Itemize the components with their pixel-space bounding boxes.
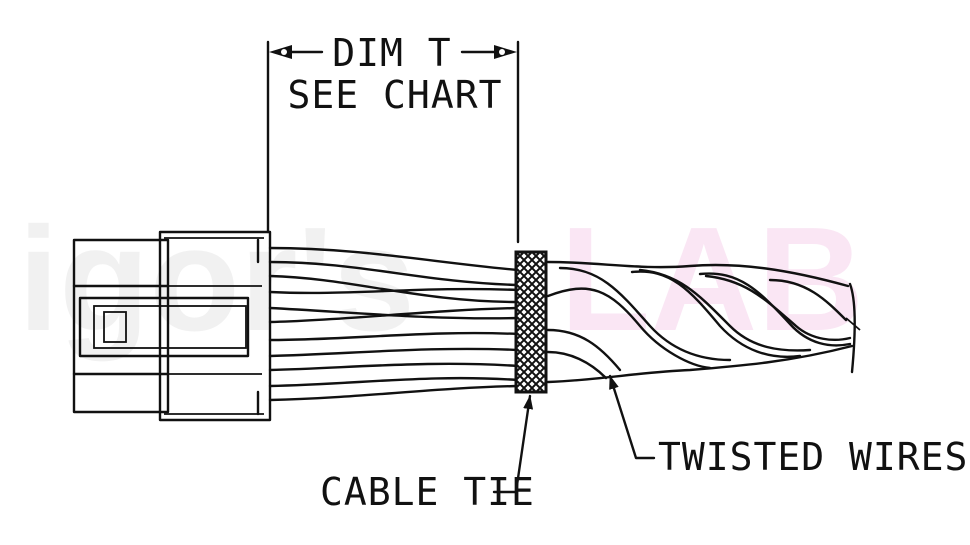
connector-left-block — [72, 238, 170, 414]
connector-right-block — [158, 230, 272, 422]
dim-arrow-left-icon — [269, 45, 292, 59]
watermark: igor's LAB — [18, 197, 864, 362]
wire-8 — [268, 347, 520, 358]
wire-bundle — [268, 246, 520, 402]
twist-strand-1 — [546, 287, 712, 370]
dim-arrow-right-dot — [499, 49, 505, 55]
watermark-left: igor's — [18, 197, 415, 362]
twist-outline-bottom — [546, 344, 854, 384]
wire-6 — [268, 306, 520, 324]
wire-4 — [268, 287, 520, 295]
wire-7 — [268, 331, 520, 342]
twisted-wires-label: TWISTED WIRES — [658, 435, 968, 479]
wire-11 — [268, 384, 520, 402]
dim-arrow-left-dot — [281, 49, 287, 55]
wire-9 — [268, 362, 520, 372]
see-chart-label: SEE CHART — [288, 73, 503, 117]
wire-10 — [268, 376, 520, 388]
connector-housing — [72, 230, 272, 422]
dimension-t: DIM T SEE CHART — [266, 31, 520, 244]
twisted-wires-leader: TWISTED WIRES — [608, 374, 968, 479]
cable-tie-band — [514, 250, 548, 394]
dim-arrow-right-icon — [494, 45, 517, 59]
twist-end-tick — [845, 317, 861, 331]
twisted-wires — [546, 260, 861, 384]
twist-strand-7 — [768, 278, 848, 322]
twist-strand-6 — [704, 274, 852, 341]
cable-tie-leader-line — [492, 394, 534, 494]
wire-1 — [268, 246, 520, 272]
wire-3 — [268, 274, 520, 304]
twist-outline-top — [546, 260, 850, 288]
cable-tie-leader: CABLE TIE — [320, 394, 535, 514]
twist-strand-2 — [558, 266, 732, 362]
dim-label: DIM T — [332, 31, 451, 75]
watermark-right: LAB — [560, 197, 864, 362]
twist-strand-4 — [638, 268, 812, 352]
twist-cut-end — [848, 282, 856, 374]
wire-2 — [268, 260, 520, 287]
connector-latch — [78, 296, 250, 358]
twist-strand-5 — [698, 272, 852, 347]
cable-tie-label: CABLE TIE — [320, 470, 535, 514]
cable-tie — [514, 250, 548, 394]
twist-strand-8 — [546, 328, 622, 372]
twisted-wires-leader-line — [608, 374, 656, 460]
connector-latch-slot — [103, 311, 127, 343]
connector-latch-inner — [93, 305, 247, 349]
twist-strand-9 — [546, 350, 608, 380]
